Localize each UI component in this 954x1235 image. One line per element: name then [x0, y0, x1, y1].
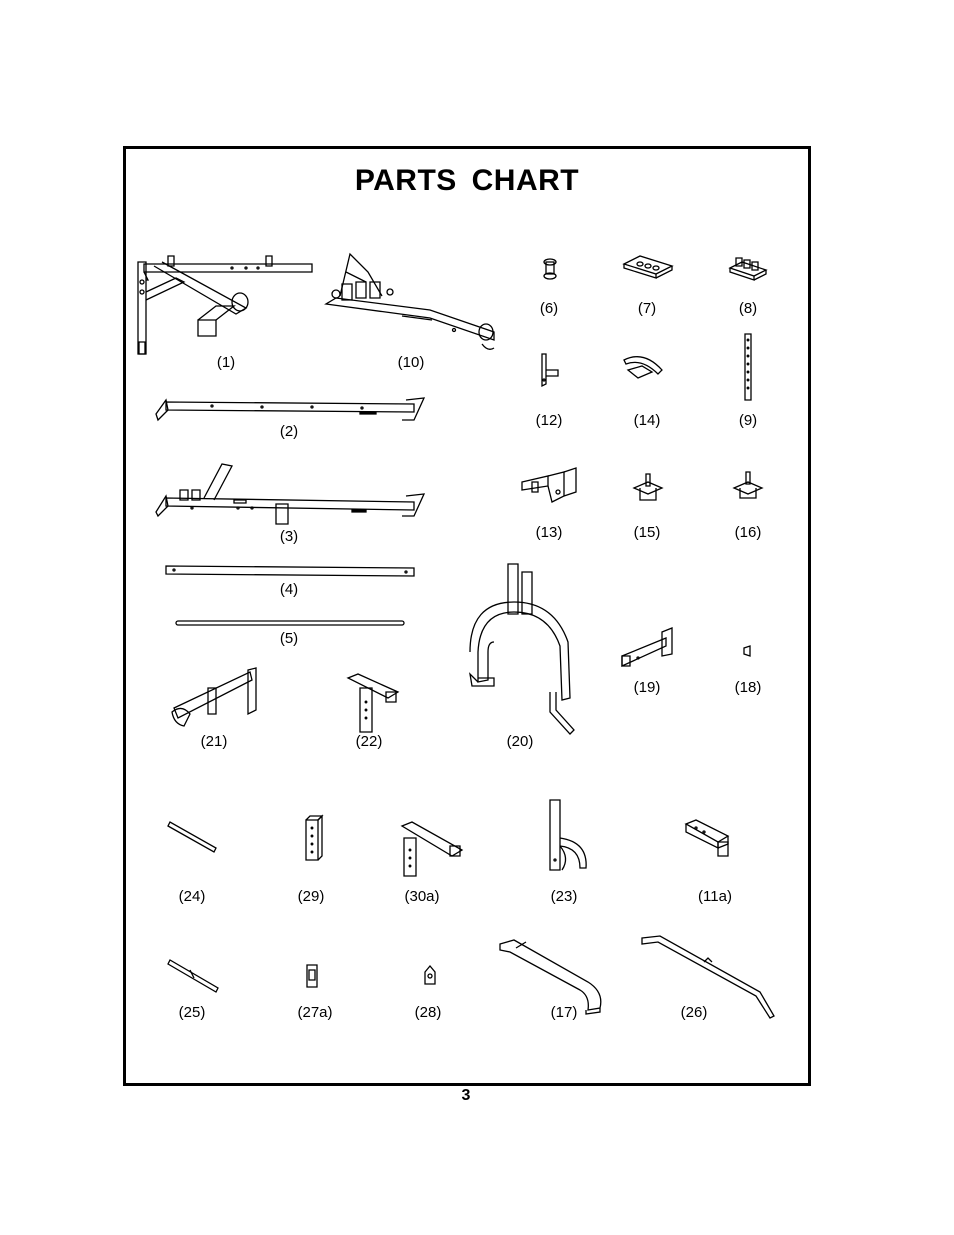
part-3-drawing	[152, 460, 428, 526]
part-label-17: (17)	[550, 1004, 578, 1021]
part-label-28: (28)	[414, 1004, 442, 1021]
parts-chart-frame	[123, 146, 811, 1086]
part-1-drawing	[136, 252, 316, 357]
part-label-24: (24)	[178, 888, 206, 905]
part-label-14: (14)	[633, 412, 661, 429]
part-28-drawing	[422, 964, 438, 988]
part-13-drawing	[518, 462, 580, 504]
part-label-26: (26)	[680, 1004, 708, 1021]
part-12-drawing	[538, 352, 562, 388]
part-label-27a: (27a)	[297, 1004, 333, 1021]
part-17-drawing	[496, 934, 608, 1016]
page-title: PARTS CHART	[354, 164, 580, 197]
part-30a-drawing	[398, 820, 466, 878]
part-label-18: (18)	[734, 679, 762, 696]
part-label-25: (25)	[178, 1004, 206, 1021]
part-label-16: (16)	[734, 524, 762, 541]
part-label-5: (5)	[279, 630, 299, 647]
part-label-21: (21)	[200, 733, 228, 750]
part-15-drawing	[630, 472, 666, 506]
part-29-drawing	[302, 816, 324, 864]
part-label-29: (29)	[297, 888, 325, 905]
part-label-3: (3)	[279, 528, 299, 545]
part-label-8: (8)	[738, 300, 758, 317]
part-25-drawing	[164, 958, 222, 998]
part-4-drawing	[162, 562, 420, 580]
part-6-drawing	[540, 258, 560, 282]
part-27a-drawing	[304, 962, 320, 992]
part-9-drawing	[742, 332, 754, 402]
part-11a-drawing	[682, 818, 734, 858]
part-label-19: (19)	[633, 679, 661, 696]
part-label-1: (1)	[216, 354, 236, 371]
part-2-drawing	[152, 394, 428, 424]
part-23-drawing	[544, 798, 594, 874]
part-16-drawing	[730, 470, 766, 504]
part-label-23: (23)	[550, 888, 578, 905]
part-label-22: (22)	[355, 733, 383, 750]
part-8-drawing	[728, 252, 768, 282]
part-20-drawing	[464, 562, 578, 744]
part-21-drawing	[168, 668, 262, 732]
part-label-13: (13)	[535, 524, 563, 541]
part-label-7: (7)	[637, 300, 657, 317]
part-14-drawing	[620, 352, 666, 382]
part-label-20: (20)	[506, 733, 534, 750]
part-label-12: (12)	[535, 412, 563, 429]
part-label-11a: (11a)	[698, 888, 732, 905]
part-10-drawing	[322, 252, 502, 360]
part-label-4: (4)	[279, 581, 299, 598]
part-26-drawing	[638, 932, 780, 1022]
page-number: 3	[461, 1087, 471, 1104]
part-label-6: (6)	[539, 300, 559, 317]
part-24-drawing	[164, 820, 220, 858]
part-22-drawing	[344, 672, 402, 734]
part-label-30a: (30a)	[404, 888, 440, 905]
part-5-drawing	[174, 618, 406, 628]
part-label-15: (15)	[633, 524, 661, 541]
part-18-drawing	[742, 644, 754, 658]
part-7-drawing	[622, 252, 674, 280]
part-label-10: (10)	[397, 354, 425, 371]
part-19-drawing	[618, 626, 676, 676]
part-label-9: (9)	[738, 412, 758, 429]
part-label-2: (2)	[279, 423, 299, 440]
